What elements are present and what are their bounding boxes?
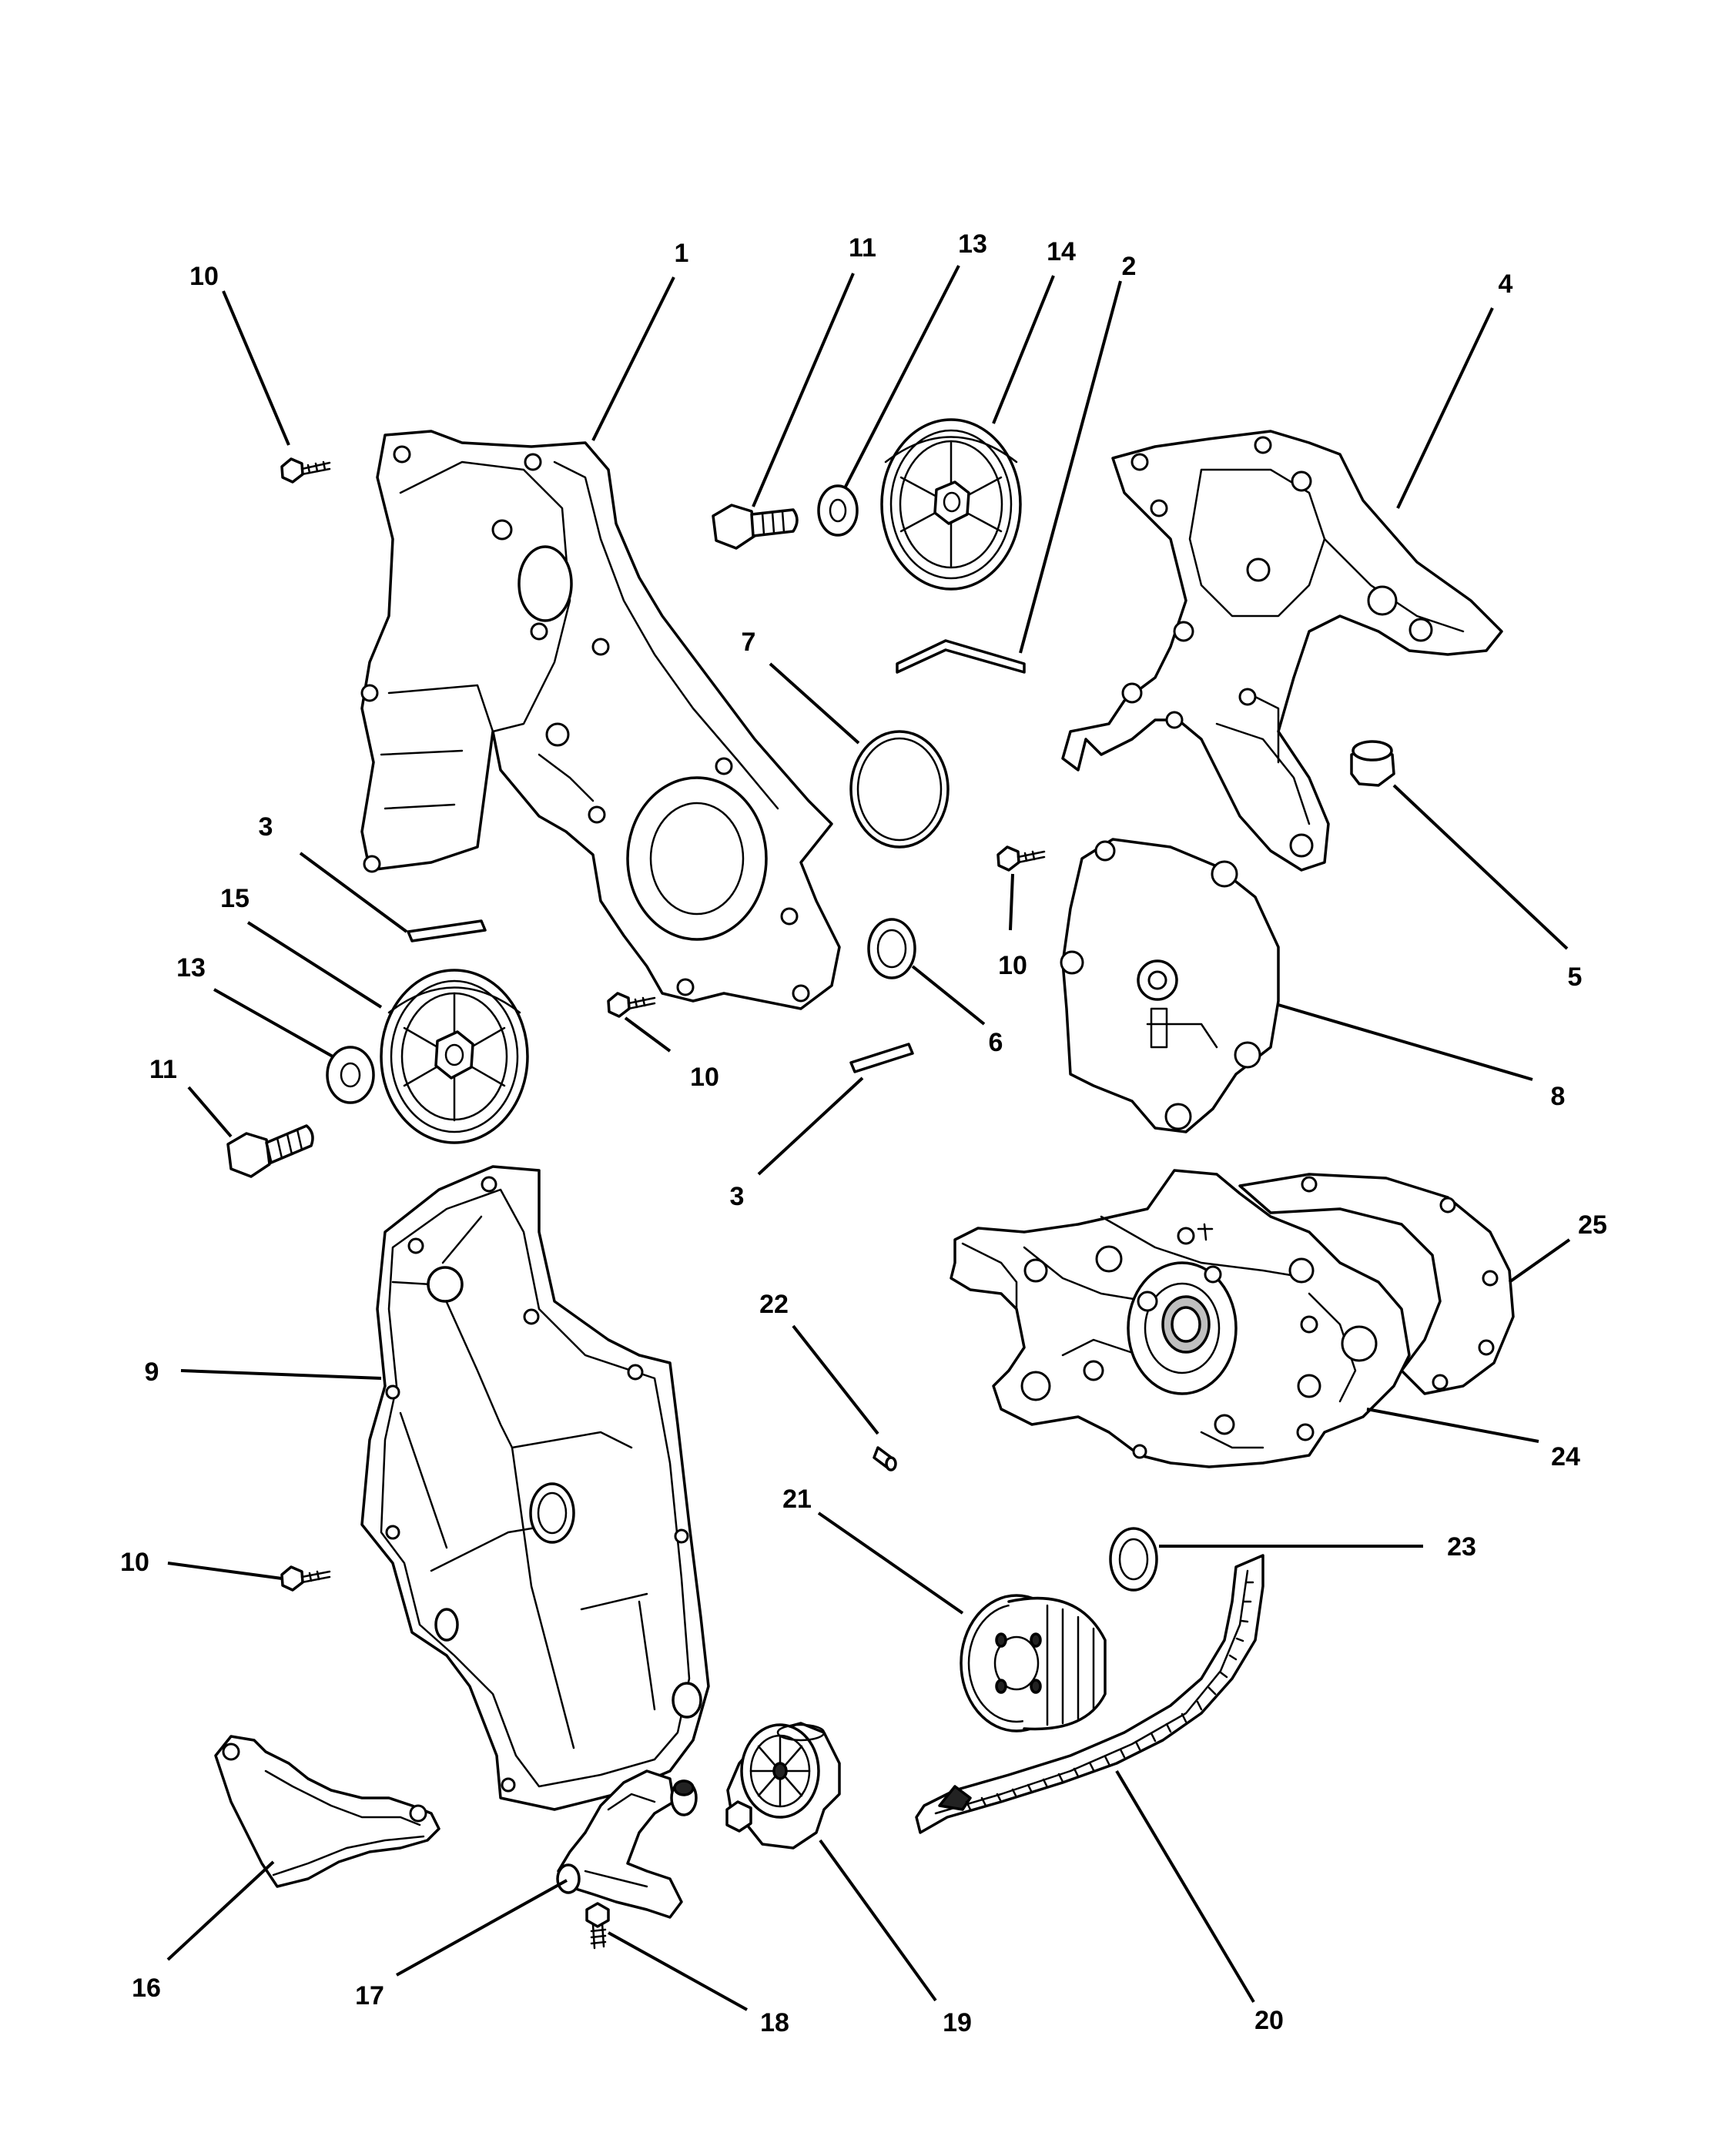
callout-17: 17 [355,1981,384,2010]
leader-11b [187,1086,233,1138]
callout-7: 7 [742,628,756,657]
part-bolt-10-center [607,992,656,1018]
callout-25: 25 [1578,1210,1607,1240]
callout-23: 23 [1447,1532,1476,1562]
callout-19: 19 [943,2008,972,2037]
part-o-ring [849,730,950,849]
part-bolt-10-lower-left [280,1565,331,1592]
callout-11-upper: 11 [849,233,876,263]
callout-16: 16 [132,1974,161,2003]
callout-3-upper: 3 [259,812,273,842]
callout-15: 15 [220,884,250,913]
callout-13-lower: 13 [176,953,206,983]
leader-10c [1009,873,1014,931]
leader-14 [992,275,1055,424]
callout-10-right: 10 [998,951,1027,980]
callout-24: 24 [1551,1442,1580,1471]
leader-20 [1115,1769,1255,2004]
part-washer-13-lower [326,1046,375,1104]
part-washer-13-upper [817,484,859,537]
leader-10b [624,1016,672,1053]
leader-5 [1392,784,1569,950]
leader-17 [396,1879,568,1977]
callout-2: 2 [1122,252,1137,281]
part-key-2 [896,639,1026,674]
part-crankshaft-sprocket [960,1594,1107,1732]
part-camshaft-sprocket-15 [380,969,529,1144]
part-bolt-11-upper [712,504,799,550]
part-camshaft-sprocket-14 [880,418,1022,591]
part-seal [867,918,916,979]
part-outer-timing-cover [360,1165,710,1811]
callout-5: 5 [1568,962,1583,992]
callout-4: 4 [1499,270,1513,299]
part-tensioner-arm [556,1769,698,1919]
part-inner-timing-cover [360,430,841,1010]
part-dowel-pin [873,1446,897,1471]
leader-11a [752,273,855,507]
leader-3-lower [757,1076,864,1176]
part-oil-pump-gasket [1238,1173,1515,1395]
leader-22 [792,1324,879,1435]
part-bolt-10-right [996,845,1046,872]
callout-10-upper-left: 10 [189,262,219,291]
part-mounting-bracket [1061,430,1503,872]
leader-18 [608,1931,748,2011]
leader-4 [1396,307,1494,509]
part-tensioner-pulley [725,1722,841,1850]
leader-21 [817,1512,964,1615]
leader-10a [222,290,290,446]
part-bolt-10-upper-left [280,457,331,484]
leader-8 [1278,1003,1533,1081]
callout-10-center: 10 [690,1063,719,1092]
part-bolt-11-lower [226,1124,314,1178]
leader-lines [166,265,1571,2011]
leader-10d [167,1562,283,1580]
leader-2 [1019,280,1122,654]
leader-7 [769,662,860,745]
callout-3-lower: 3 [730,1182,745,1211]
callout-22: 22 [759,1290,789,1319]
leader-13b [213,988,333,1058]
part-bolt-18 [585,1902,610,1950]
callout-6: 6 [989,1028,1003,1057]
part-plug [1350,740,1395,787]
callout-8: 8 [1551,1082,1566,1111]
part-timing-belt [915,1554,1264,1834]
part-key-3-upper [407,919,487,942]
callout-1: 1 [675,239,689,268]
leader-6 [911,965,986,1026]
callout-20: 20 [1254,2006,1284,2035]
callout-13-upper: 13 [958,229,987,259]
callout-18: 18 [760,2008,789,2037]
leader-9 [180,1369,382,1380]
leader-25 [1508,1238,1571,1284]
leader-16 [166,1860,275,1961]
leader-19 [819,1839,937,2002]
part-crankshaft-seal [1109,1527,1158,1592]
leader-3-upper [299,852,408,933]
callout-14: 14 [1047,237,1076,266]
part-pump-cover-plate [1060,838,1280,1133]
callout-11-lower: 11 [149,1055,177,1084]
part-key-3-lower [849,1043,914,1073]
part-oil-pump-housing [950,1169,1411,1468]
callout-9: 9 [145,1358,159,1387]
callout-labels: 1 2 3 3 4 5 6 7 8 9 10 10 10 10 11 11 13… [120,229,1607,2037]
leader-24 [1366,1408,1539,1443]
leader-13a [844,265,960,487]
leader-1 [591,276,675,441]
callout-10-lower-left: 10 [120,1548,149,1577]
callout-21: 21 [782,1485,812,1514]
part-lower-shield [214,1735,440,1888]
leader-15 [246,921,383,1009]
